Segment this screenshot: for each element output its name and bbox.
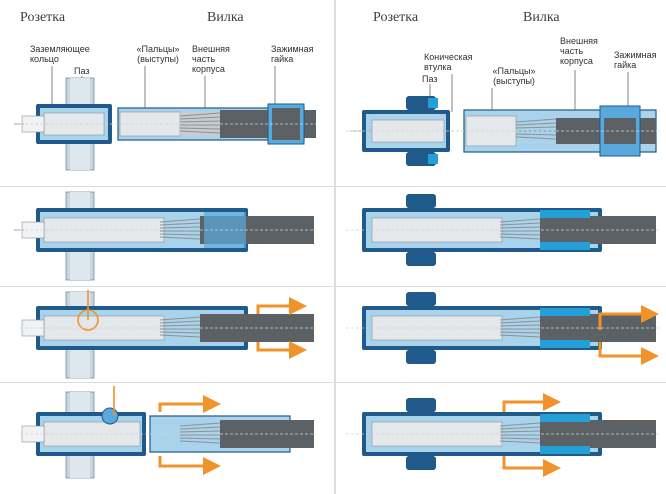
row-divider-2 bbox=[0, 286, 666, 287]
right-header-plug: Вилка bbox=[523, 10, 560, 25]
right-label-fingers: «Пальцы»(выступы) bbox=[492, 66, 536, 86]
right-row2-assembly bbox=[346, 194, 660, 266]
left-row1-assembly bbox=[14, 77, 316, 171]
right-row4-assembly bbox=[346, 393, 660, 477]
left-label-groove: Паз bbox=[74, 66, 90, 76]
row-divider-3 bbox=[0, 382, 666, 383]
right-row3-assembly bbox=[346, 292, 660, 365]
right-row1-assembly bbox=[346, 96, 660, 166]
left-header-plug: Вилка bbox=[207, 10, 244, 25]
left-label-fingers: «Пальцы»(выступы) bbox=[136, 44, 180, 64]
column-divider bbox=[334, 0, 336, 494]
right-label-groove: Паз bbox=[422, 74, 438, 84]
right-header-socket: Розетка bbox=[373, 10, 419, 25]
left-header-socket: Розетка bbox=[20, 10, 66, 25]
left-row4-assembly bbox=[20, 386, 316, 479]
row-divider-1 bbox=[0, 186, 666, 187]
left-row2-assembly bbox=[14, 191, 316, 281]
left-row3-assembly bbox=[20, 290, 316, 379]
